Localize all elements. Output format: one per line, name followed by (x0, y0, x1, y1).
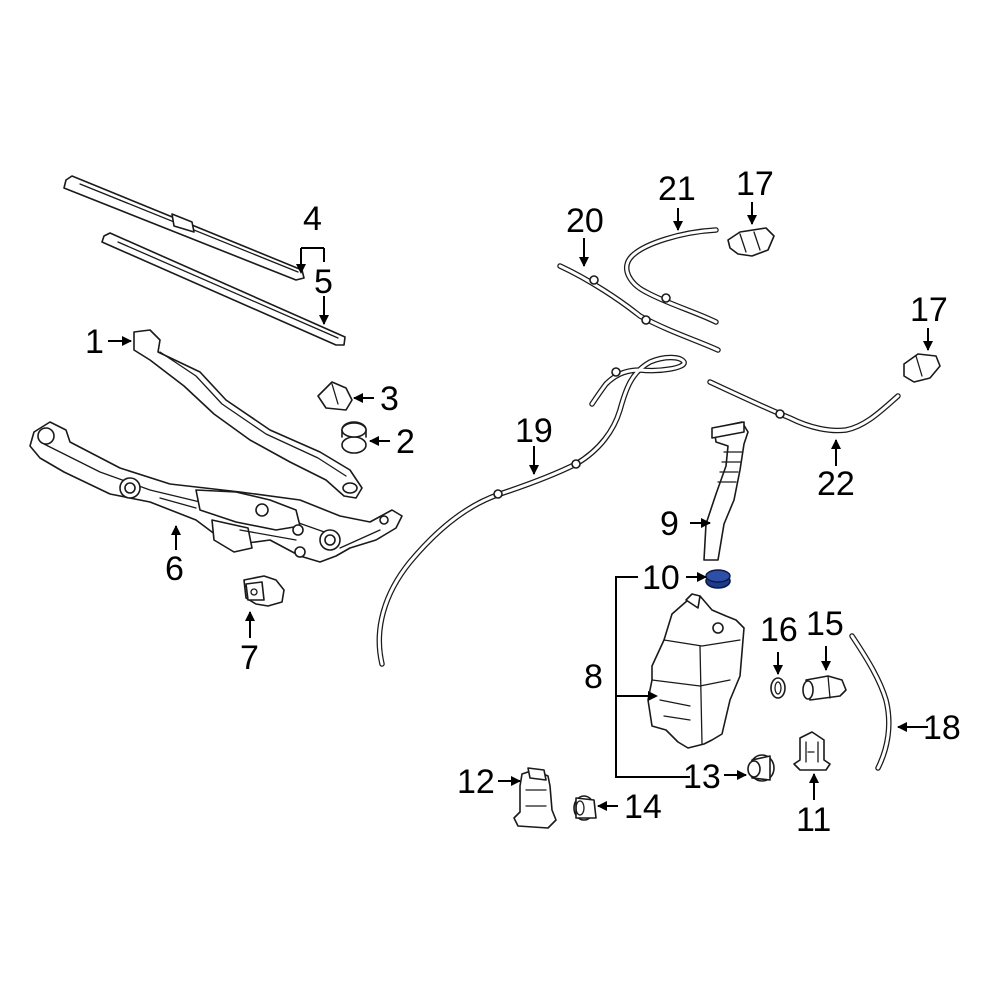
part-2-nut[interactable] (341, 421, 367, 454)
callout-10: 10 (642, 559, 680, 597)
callout-5: 5 (314, 263, 333, 301)
part-7-connector[interactable] (243, 575, 285, 607)
callout-1: 1 (85, 323, 104, 361)
part-17-nozzle-clip-upper[interactable] (727, 227, 775, 257)
part-5-wiper-blade-lower[interactable] (101, 232, 346, 346)
part-18-washer-hose[interactable] (849, 633, 892, 771)
callout-22: 22 (817, 465, 855, 503)
part-17-nozzle-clip-lower[interactable] (903, 353, 941, 383)
part-14-grommet[interactable] (573, 795, 597, 821)
leader-8 (615, 576, 690, 778)
part-13-grommet[interactable] (747, 754, 775, 782)
callout-17-upper: 17 (736, 165, 774, 203)
part-11-washer-pump[interactable] (793, 731, 831, 771)
callout-8: 8 (584, 658, 603, 696)
callout-7: 7 (240, 639, 259, 677)
callout-labels: 1 2 3 4 5 6 7 8 9 10 11 12 13 14 15 16 1… (85, 165, 961, 839)
callout-15: 15 (806, 605, 844, 643)
callout-2: 2 (396, 423, 415, 461)
part-22-washer-hose[interactable] (707, 379, 901, 434)
callout-13: 13 (683, 758, 721, 796)
callout-6: 6 (165, 550, 184, 588)
part-10-seal[interactable] (705, 569, 731, 589)
leader-lines (108, 202, 933, 811)
callout-14: 14 (624, 788, 662, 826)
leader-4 (300, 247, 325, 266)
callout-11: 11 (796, 801, 831, 839)
part-15-level-sensor[interactable] (802, 675, 847, 701)
callout-21: 21 (658, 170, 696, 208)
arrowhead-4 (296, 264, 306, 274)
callout-3: 3 (380, 380, 399, 418)
callout-9: 9 (660, 505, 679, 543)
part-21-washer-hose[interactable] (624, 227, 719, 325)
callout-4: 4 (303, 200, 322, 238)
part-1-wiper-arm[interactable] (133, 329, 363, 499)
part-3-arm-cap[interactable] (317, 381, 353, 411)
arrowhead-8 (648, 691, 658, 701)
callout-19: 19 (515, 412, 553, 450)
part-8-reservoir[interactable] (647, 593, 745, 749)
part-4-wiper-blade-upper[interactable] (63, 175, 305, 281)
part-20-washer-hose[interactable] (557, 263, 721, 353)
callout-12: 12 (457, 763, 495, 801)
part-9-filler-neck[interactable] (703, 421, 749, 561)
part-16-o-ring[interactable] (770, 677, 786, 699)
callout-16: 16 (760, 611, 798, 649)
part-12-washer-pump[interactable] (513, 767, 557, 829)
callout-20: 20 (566, 202, 604, 240)
callout-18: 18 (923, 709, 961, 747)
part-19-washer-hose[interactable] (376, 354, 687, 667)
part-6-wiper-linkage[interactable] (29, 421, 403, 563)
callout-17-lower: 17 (910, 291, 948, 329)
